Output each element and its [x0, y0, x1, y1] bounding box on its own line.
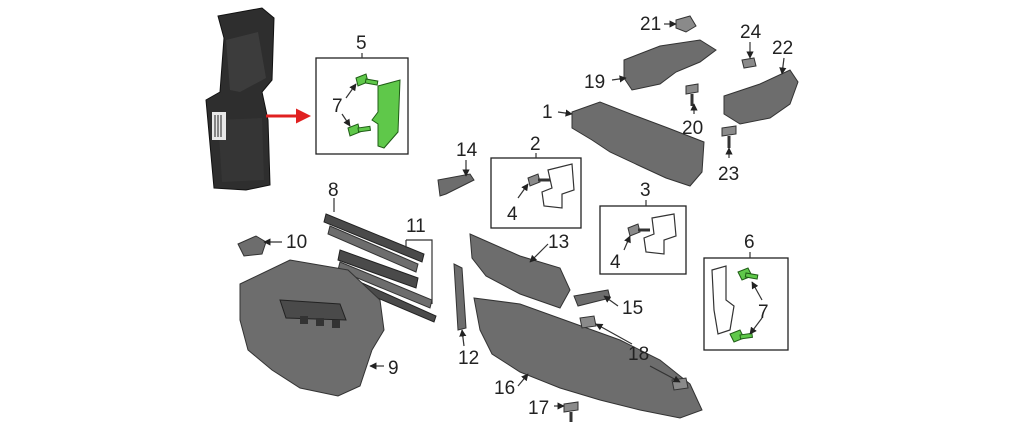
- callout-16: 16: [494, 378, 515, 399]
- screw-4b: [627, 223, 650, 237]
- bracket-6: [711, 265, 735, 335]
- callout-23: 23: [718, 164, 739, 185]
- callout-7b: 7: [758, 302, 769, 323]
- part-19-shield: [623, 39, 717, 91]
- part-8-strip: [323, 213, 425, 273]
- part-22-shield: [723, 69, 799, 125]
- detail-box-2: [490, 153, 582, 229]
- callout-2: 2: [530, 134, 541, 155]
- callout-10: 10: [286, 232, 307, 253]
- bolt-7d: [729, 329, 754, 343]
- part-21-clip: [675, 15, 697, 33]
- bolt-7c: [737, 267, 759, 281]
- callout-20: 20: [682, 118, 703, 139]
- part-24-clip: [741, 57, 757, 69]
- part-23-pin: [721, 125, 737, 148]
- callout-24: 24: [740, 22, 762, 43]
- callout-3: 3: [640, 180, 651, 201]
- bracket-3: [643, 213, 677, 255]
- callout-4a: 4: [507, 204, 518, 225]
- part-15-bracket: [573, 289, 611, 307]
- bolt-7b: [347, 123, 372, 137]
- callout-labels: 1 2 3 4 4 5 6 7 7 8 9 10 11 12 13 14 15 …: [286, 14, 793, 419]
- bolt-7a: [355, 73, 379, 87]
- callout-17: 17: [528, 398, 549, 419]
- callout-8: 8: [328, 180, 339, 201]
- part-12-strip: [453, 263, 467, 331]
- part-9-air-guide: [239, 259, 385, 397]
- part-20-pin: [685, 83, 699, 106]
- box-6-frame: [703, 257, 789, 351]
- callout-18: 18: [628, 344, 649, 365]
- callout-5: 5: [356, 33, 367, 54]
- callout-22: 22: [772, 38, 793, 59]
- air-deflector-photo: [205, 7, 275, 191]
- bracket-5: [371, 79, 401, 149]
- callout-6: 6: [744, 232, 755, 253]
- callout-15: 15: [622, 298, 643, 319]
- bracket-2: [541, 163, 575, 209]
- callout-14: 14: [456, 140, 478, 161]
- callout-4b: 4: [610, 252, 621, 273]
- detail-box-6: [703, 252, 789, 351]
- callout-21: 21: [640, 14, 661, 35]
- callout-13: 13: [548, 232, 569, 253]
- part-16-undertray: [473, 297, 703, 419]
- callout-1: 1: [542, 102, 553, 123]
- detail-box-3: [599, 200, 687, 275]
- screw-4a: [527, 173, 550, 187]
- callout-7a: 7: [332, 96, 343, 117]
- detail-box-5: [315, 53, 409, 155]
- box-3-frame: [599, 205, 687, 275]
- callout-9: 9: [388, 358, 399, 379]
- part-17-pin: [563, 401, 579, 422]
- part-1-deflector: [571, 101, 705, 187]
- callout-12: 12: [458, 348, 479, 369]
- callout-11: 11: [406, 216, 426, 237]
- part-14-bracket: [437, 173, 475, 197]
- part-10-clip: [237, 235, 267, 257]
- barcode-label: [212, 112, 226, 140]
- callout-19: 19: [584, 72, 605, 93]
